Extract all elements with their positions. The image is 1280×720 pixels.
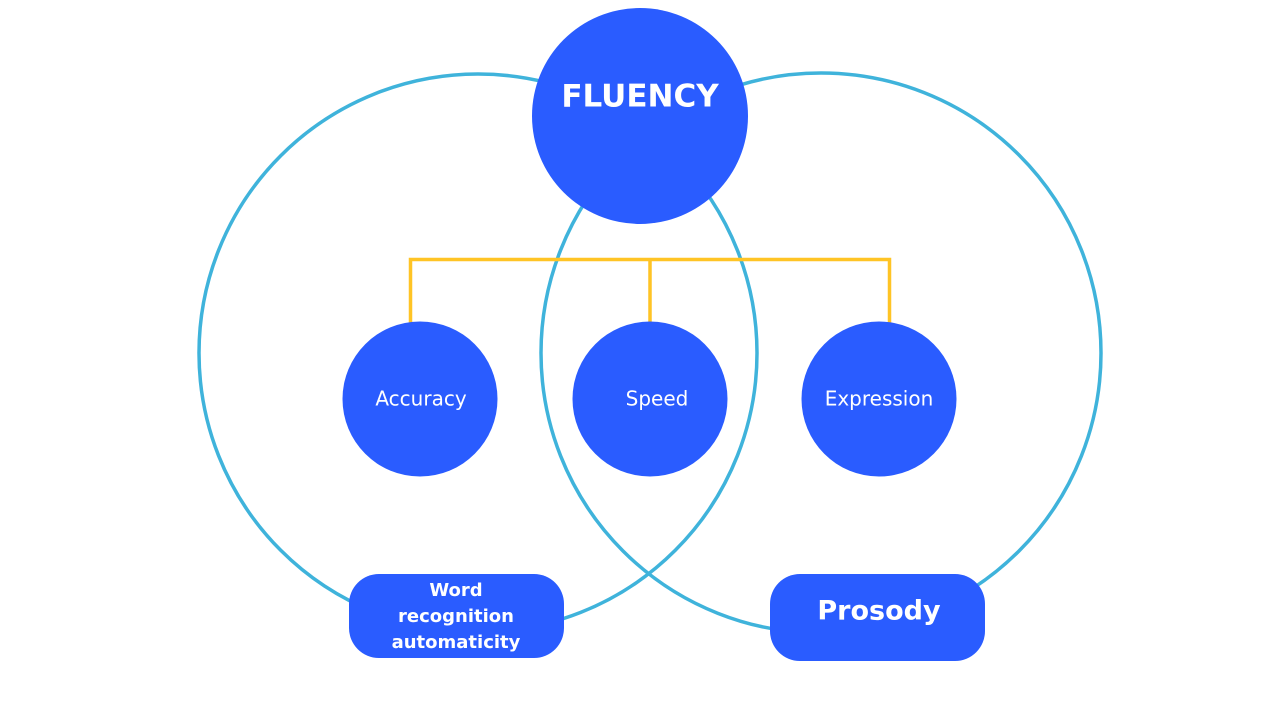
accuracy-node: Accuracy xyxy=(342,321,498,477)
fluency-label: FLUENCY xyxy=(561,79,719,115)
word-recognition-line-2: recognition xyxy=(398,606,514,627)
word-recognition-line-1: Word xyxy=(429,580,482,601)
speed-label: Speed xyxy=(626,387,689,411)
prosody-box: Prosody xyxy=(770,574,985,661)
word-recognition-line-3: automaticity xyxy=(392,632,521,653)
speed-node: Speed xyxy=(572,321,728,477)
expression-label: Expression xyxy=(825,387,934,411)
word-recognition-box: Word recognition automaticity xyxy=(349,574,564,658)
accuracy-label: Accuracy xyxy=(375,387,466,411)
prosody-label: Prosody xyxy=(817,596,941,627)
fluency-node: FLUENCY xyxy=(532,8,748,224)
expression-node: Expression xyxy=(801,321,957,477)
